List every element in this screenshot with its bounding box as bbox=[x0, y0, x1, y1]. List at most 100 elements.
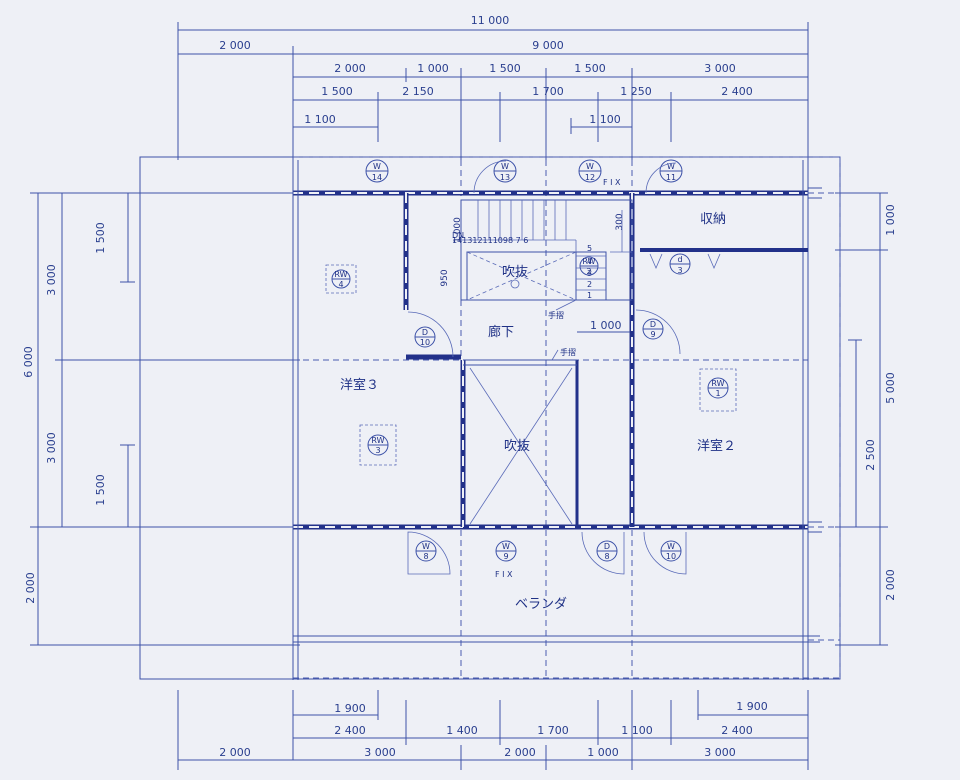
main-void: 手摺 吹抜 bbox=[469, 347, 576, 525]
svg-text:4: 4 bbox=[338, 280, 343, 289]
dim-bottom-row2-4: 2 400 bbox=[721, 724, 753, 737]
svg-text:1: 1 bbox=[715, 389, 720, 398]
svg-text:D: D bbox=[604, 542, 610, 551]
dim-top-row2-3: 1 500 bbox=[574, 62, 606, 75]
dim-left-3000-top: 3 000 bbox=[45, 264, 58, 296]
room-void-main: 吹抜 bbox=[504, 438, 530, 454]
tag-w14: W 14 bbox=[365, 159, 389, 183]
svg-text:10: 10 bbox=[666, 552, 676, 561]
stair-step-numbers: 141312111098 7 6 bbox=[452, 236, 528, 245]
svg-text:W: W bbox=[586, 162, 594, 171]
dim-top-row3-1: 2 150 bbox=[402, 85, 434, 98]
dim-top-row3-3: 1 250 bbox=[620, 85, 652, 98]
tag-d8: D 8 bbox=[581, 531, 625, 575]
dim-top-row2-1: 1 000 bbox=[417, 62, 449, 75]
svg-text:W: W bbox=[667, 162, 675, 171]
dim-top-row2-4: 3 000 bbox=[704, 62, 736, 75]
svg-text:11: 11 bbox=[666, 173, 676, 182]
dim-top-2000a: 2 000 bbox=[219, 39, 251, 52]
room-void-upper: 吹抜 bbox=[502, 264, 528, 280]
tag-rw4: RW 4 bbox=[325, 264, 357, 294]
dim-top-row4-0: 1 100 bbox=[304, 113, 336, 126]
dim-bottom-row1-1: 1 900 bbox=[736, 700, 768, 713]
dim-bottom-row3-1: 3 000 bbox=[364, 746, 396, 759]
room-bedroom-3: 洋室３ bbox=[340, 377, 379, 393]
dim-top-row3-0: 1 500 bbox=[321, 85, 353, 98]
dim-top-9000: 9 000 bbox=[532, 39, 564, 52]
dim-top-row3-2: 1 700 bbox=[532, 85, 564, 98]
svg-text:d: d bbox=[677, 255, 682, 264]
dim-bottom-row2-2: 1 700 bbox=[537, 724, 569, 737]
dim-landing-1000: 1 000 bbox=[590, 319, 622, 332]
svg-text:W: W bbox=[502, 542, 510, 551]
svg-text:W: W bbox=[422, 542, 430, 551]
dim-right-5000: 5 000 bbox=[884, 372, 897, 404]
top-dimensions: 11 000 2 000 9 000 2 000 1 000 1 500 1 5… bbox=[177, 14, 809, 160]
dim-bottom-row2-1: 1 400 bbox=[446, 724, 478, 737]
tag-w8: W 8 bbox=[407, 531, 451, 575]
svg-text:8: 8 bbox=[604, 552, 609, 561]
tag-rw3: RW 3 bbox=[359, 424, 397, 466]
exterior-walls bbox=[292, 160, 822, 680]
dim-left-1500-top: 1 500 bbox=[94, 222, 107, 254]
svg-text:9: 9 bbox=[503, 552, 508, 561]
svg-text:14: 14 bbox=[372, 173, 382, 182]
svg-text:D: D bbox=[422, 328, 428, 337]
dim-left-1500-bottom: 1 500 bbox=[94, 474, 107, 506]
tag-w11: W 11 bbox=[645, 159, 683, 194]
dim-stair-300: 300 bbox=[615, 213, 625, 230]
tag-d9: D 9 bbox=[635, 309, 681, 355]
stair-step-5: 5 bbox=[587, 244, 592, 253]
tag-w9: W 9 F I X bbox=[495, 540, 517, 579]
dim-bottom-row2-0: 2 400 bbox=[334, 724, 366, 737]
stair-dn-label: DN bbox=[452, 231, 464, 240]
svg-text:W: W bbox=[373, 162, 381, 171]
dim-right-2000: 2 000 bbox=[884, 569, 897, 601]
dim-bottom-row3-4: 3 000 bbox=[704, 746, 736, 759]
left-dimensions: 6 000 3 000 3 000 1 500 1 500 2 000 bbox=[22, 192, 300, 646]
dim-left-2000: 2 000 bbox=[24, 572, 37, 604]
dim-bottom-row3-0: 2 000 bbox=[219, 746, 251, 759]
room-labels: 洋室３ 洋室２ 廊下 収納 ベランダ bbox=[340, 212, 736, 612]
handrail-label-2: 手摺 bbox=[560, 347, 576, 357]
svg-text:9: 9 bbox=[650, 330, 655, 339]
svg-text:10: 10 bbox=[420, 338, 430, 347]
dim-top-row4-1: 1 100 bbox=[589, 113, 621, 126]
tag-rw2: RW 2 bbox=[579, 256, 599, 276]
right-dimensions: 1 000 5 000 2 500 2 000 bbox=[835, 192, 897, 646]
svg-text:RW: RW bbox=[711, 379, 724, 388]
dim-left-6000: 6 000 bbox=[22, 346, 35, 378]
svg-text:RW: RW bbox=[334, 270, 347, 279]
svg-text:W: W bbox=[501, 162, 509, 171]
roof-outline bbox=[139, 150, 841, 680]
dim-right-2500: 2 500 bbox=[864, 439, 877, 471]
stair-step-2: 2 bbox=[587, 280, 592, 289]
stair-step-1: 1 bbox=[587, 291, 592, 300]
stair-step-3: 3 bbox=[587, 269, 592, 278]
handrail-label-1: 手摺 bbox=[548, 310, 564, 320]
svg-text:2: 2 bbox=[586, 267, 591, 276]
room-hall: 廊下 bbox=[488, 324, 514, 340]
dim-bottom-row1-0: 1 900 bbox=[334, 702, 366, 715]
svg-text:RW: RW bbox=[582, 257, 595, 266]
svg-text:8: 8 bbox=[423, 552, 428, 561]
svg-text:3: 3 bbox=[375, 446, 380, 455]
svg-text:13: 13 bbox=[500, 173, 510, 182]
tag-d10: D 10 bbox=[407, 311, 454, 358]
stair-step-4: 4 bbox=[587, 257, 592, 266]
dim-top-row2-2: 1 500 bbox=[489, 62, 521, 75]
dim-stair-950: 950 bbox=[440, 269, 450, 286]
dim-bottom-row2-3: 1 100 bbox=[621, 724, 653, 737]
room-bedroom-2: 洋室２ bbox=[697, 438, 736, 454]
room-veranda: ベランダ bbox=[515, 597, 567, 612]
dim-left-3000-bottom: 3 000 bbox=[45, 432, 58, 464]
svg-text:W: W bbox=[667, 542, 675, 551]
dim-overall-top: 11 000 bbox=[471, 14, 510, 27]
bottom-dimensions: 1 900 1 900 2 400 1 400 1 700 1 100 2 40… bbox=[177, 690, 809, 770]
stair-treads bbox=[461, 200, 606, 291]
tag-w12: W 12 F I X bbox=[578, 159, 621, 187]
tag-w10: W 10 bbox=[643, 531, 687, 575]
tag-w13: W 13 bbox=[473, 159, 517, 194]
